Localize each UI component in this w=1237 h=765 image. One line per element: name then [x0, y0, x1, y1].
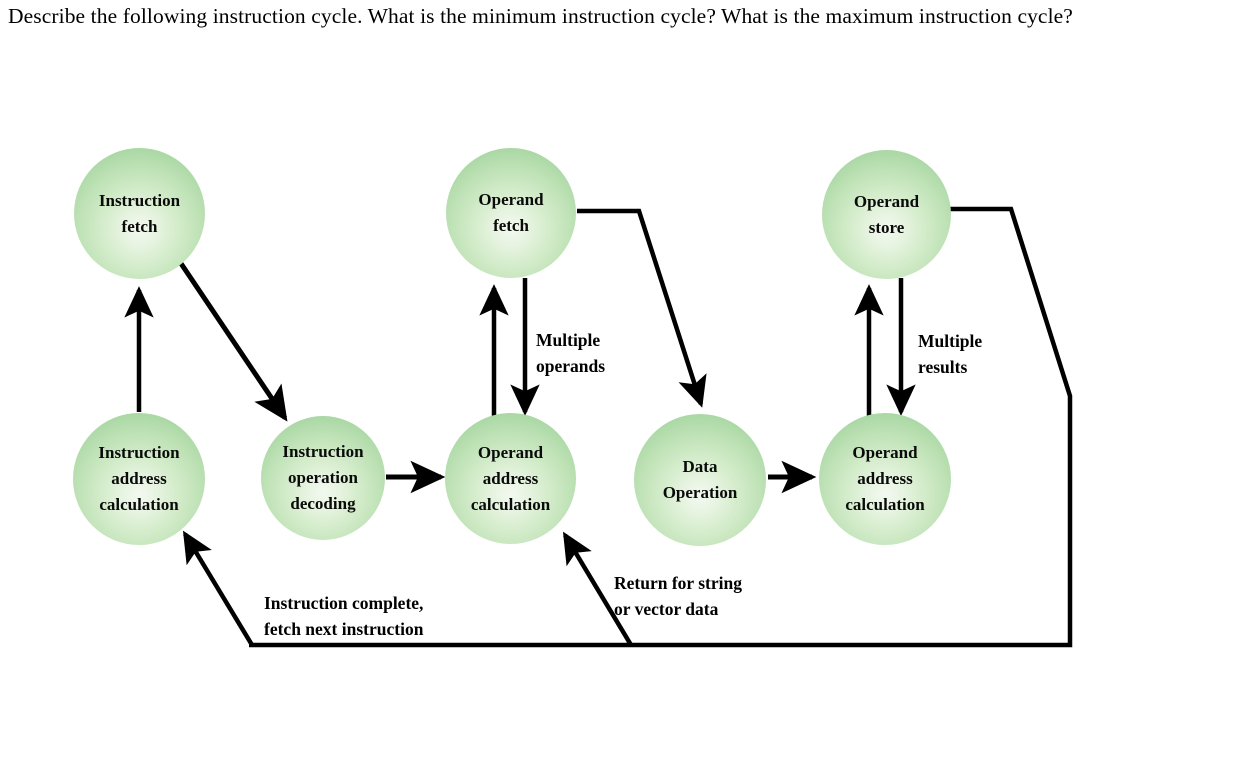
- node-instruction-fetch-label: Instruction fetch: [98, 190, 181, 236]
- node-operand-address-calculation-2[interactable]: Operand address calculation: [819, 413, 951, 545]
- node-operand-store-label: Operand store: [853, 191, 920, 237]
- node-operand-address-calculation-1-label: Operand address calculation: [470, 442, 551, 514]
- node-operand-address-calculation-1[interactable]: Operand address calculation: [445, 413, 576, 544]
- edge-label-multiple-results: Multiple results: [918, 331, 983, 377]
- node-operand-store[interactable]: Operand store: [822, 150, 951, 279]
- node-instruction-operation-decoding[interactable]: Instruction operation decoding: [261, 416, 385, 540]
- node-data-operation-label: Data Operation: [662, 457, 738, 502]
- node-instruction-address-calculation[interactable]: Instruction address calculation: [73, 413, 205, 545]
- edge-if-to-iod: [177, 260, 288, 422]
- node-data-operation[interactable]: Data Operation: [634, 414, 766, 546]
- node-instruction-fetch[interactable]: Instruction fetch: [74, 148, 205, 279]
- node-operand-fetch-label: Operand fetch: [478, 190, 544, 235]
- edge-label-instruction-complete: Instruction complete, fetch next instruc…: [264, 593, 424, 639]
- node-operand-address-calculation-2-label: Operand address calculation: [845, 443, 925, 514]
- edge-label-multiple-operands: Multiple operands: [536, 330, 606, 376]
- edge-label-return-for-string: Return for string or vector data: [614, 573, 742, 619]
- node-instruction-address-calculation-label: Instruction address calculation: [98, 443, 180, 514]
- page-title: Describe the following instruction cycle…: [8, 4, 1073, 28]
- node-instruction-operation-decoding-label: Instruction operation decoding: [282, 442, 364, 513]
- node-operand-fetch[interactable]: Operand fetch: [446, 148, 576, 278]
- edge-bottom-to-iac: [182, 530, 254, 647]
